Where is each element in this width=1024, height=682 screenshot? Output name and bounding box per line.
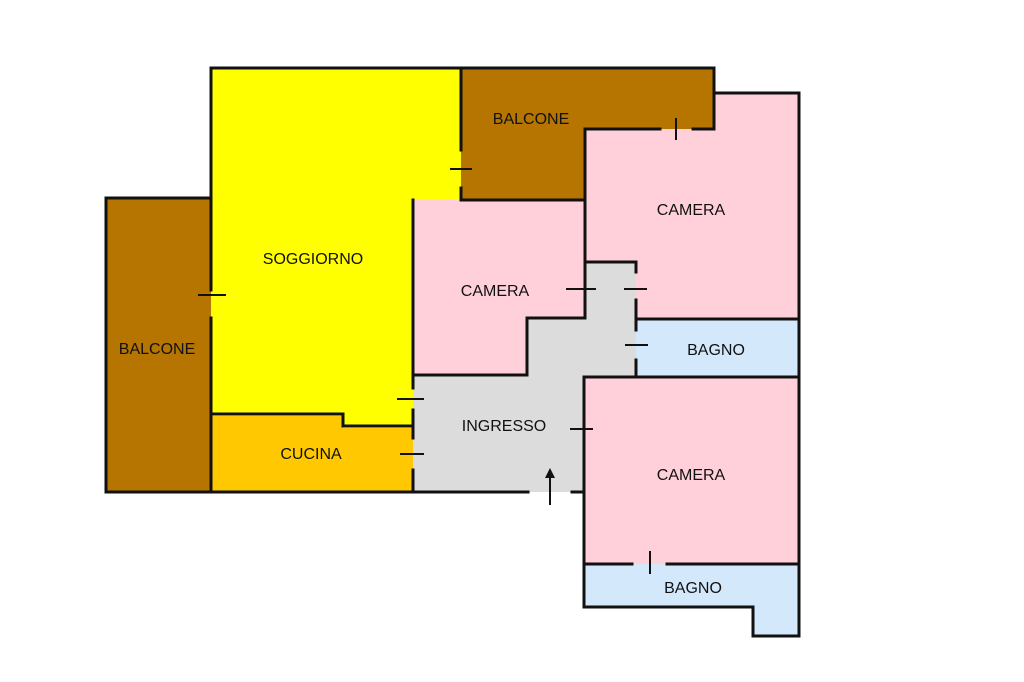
balcone-west-area	[106, 198, 211, 492]
camera-ne-area	[585, 93, 799, 319]
room-labels: BALCONE SOGGIORNO BALCONE CAMERA CAMERA …	[119, 111, 745, 597]
cucina-area	[211, 416, 413, 492]
label-balcone-west: BALCONE	[119, 341, 195, 358]
balcone-north-area	[461, 68, 714, 200]
label-cucina: CUCINA	[280, 446, 342, 463]
label-balcone-north: BALCONE	[493, 111, 569, 128]
label-camera-se: CAMERA	[657, 467, 726, 484]
walls	[104, 66, 801, 638]
label-bagno-south: BAGNO	[664, 580, 722, 597]
label-bagno-east: BAGNO	[687, 342, 745, 359]
bagno-east-area	[636, 319, 799, 377]
arrow-up-icon	[545, 468, 555, 505]
label-camera-ne: CAMERA	[657, 202, 726, 219]
room-fills	[106, 68, 799, 636]
bagno-south-area	[584, 564, 799, 636]
label-ingresso: INGRESSO	[462, 418, 546, 435]
camera-center-area	[413, 200, 585, 375]
camera-se-area	[584, 377, 799, 564]
door-markers	[198, 118, 677, 574]
label-soggiorno: SOGGIORNO	[263, 251, 363, 268]
label-camera-center: CAMERA	[461, 283, 530, 300]
